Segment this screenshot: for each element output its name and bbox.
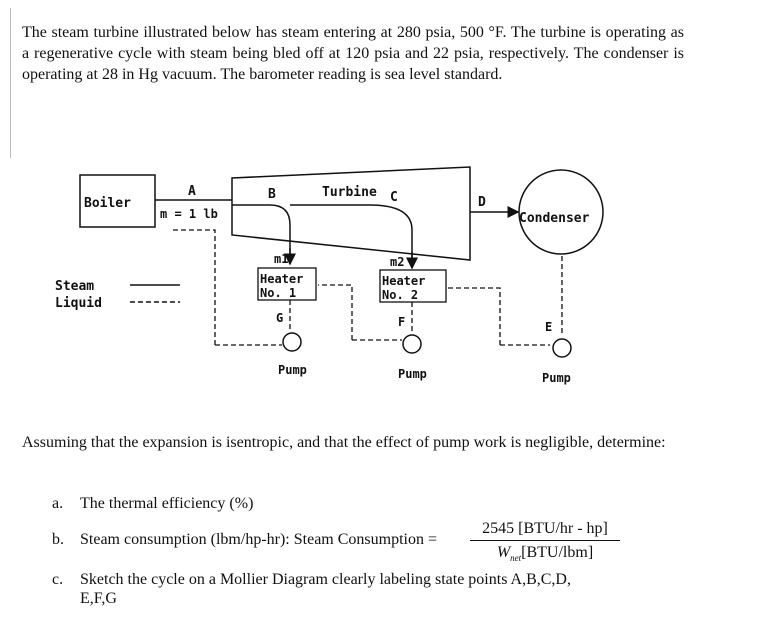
point-g-label: G [276, 311, 283, 325]
line-pump3-heater2 [448, 287, 501, 345]
question-b-text: Steam consumption (lbm/hp-hr): Steam Con… [80, 531, 437, 548]
formula-denominator: Wnet[BTU/lbm] [470, 544, 620, 567]
formula-denominator-unit: [BTU/lbm] [521, 544, 594, 561]
steam-consumption-formula: 2545 [BTU/hr - hp] Wnet[BTU/lbm] [470, 520, 620, 567]
heater-1-line2: No. 1 [260, 286, 296, 300]
mass-label: m = 1 lb [160, 207, 218, 221]
formula-w-subscript: net [510, 553, 522, 564]
pump-3-symbol [552, 338, 572, 358]
turbine-label: Turbine [322, 185, 377, 200]
feed-line-heater1-boiler [170, 229, 216, 345]
heater-2-box [379, 269, 447, 303]
point-b-label: B [268, 187, 276, 202]
bleed-2-label: m2 [390, 255, 404, 269]
boiler-box [79, 174, 156, 228]
question-a-text: The thermal efficiency (%) [80, 495, 254, 512]
heater-1-line1: Heater [260, 272, 303, 286]
point-f-label: F [398, 315, 405, 329]
legend-liquid-label: Liquid [55, 296, 102, 311]
bleed-line-1 [232, 204, 291, 258]
condenser-label: Condenser [519, 211, 590, 226]
point-e-label: E [545, 320, 552, 334]
question-c-text-line2: E,F,G [80, 590, 117, 607]
bleed-line-2 [290, 204, 413, 262]
question-c-text: Sketch the cycle on a Mollier Diagram cl… [80, 571, 571, 588]
pump-1-symbol [282, 332, 302, 352]
pump-2-label: Pump [398, 367, 427, 381]
point-a-label: A [188, 184, 196, 199]
problem-statement: The steam turbine illustrated below has … [22, 24, 684, 83]
question-c-marker: c. [52, 571, 64, 588]
heater-2-line2: No. 2 [382, 288, 418, 302]
question-a-marker: a. [52, 495, 64, 512]
legend-steam-label: Steam [55, 279, 94, 294]
heater-1-box [257, 267, 317, 301]
bleed-1-label: m1 [274, 252, 288, 266]
pump-2-symbol [402, 334, 422, 354]
point-c-label: C [390, 190, 398, 205]
boiler-label: Boiler [84, 196, 131, 211]
pump-3-label: Pump [542, 371, 571, 385]
page-edge-line [10, 8, 11, 158]
condenser-shell [518, 169, 604, 255]
formula-w-symbol: W [496, 544, 511, 561]
heater-2-line1: Heater [382, 274, 425, 288]
question-b-marker: b. [52, 531, 64, 548]
assumption-text: Assuming that the expansion is isentropi… [22, 434, 666, 451]
regenerative-cycle-diagram: Boiler m = 1 lb A B Turbine C D Condense… [55, 166, 604, 385]
formula-numerator: 2545 [BTU/hr - hp] [482, 520, 608, 537]
pump-1-label: Pump [278, 363, 307, 377]
line-heater2-heater1 [318, 284, 353, 340]
turbine-body [231, 166, 471, 261]
formula-fraction-bar [470, 540, 620, 541]
point-d-label: D [478, 195, 486, 210]
